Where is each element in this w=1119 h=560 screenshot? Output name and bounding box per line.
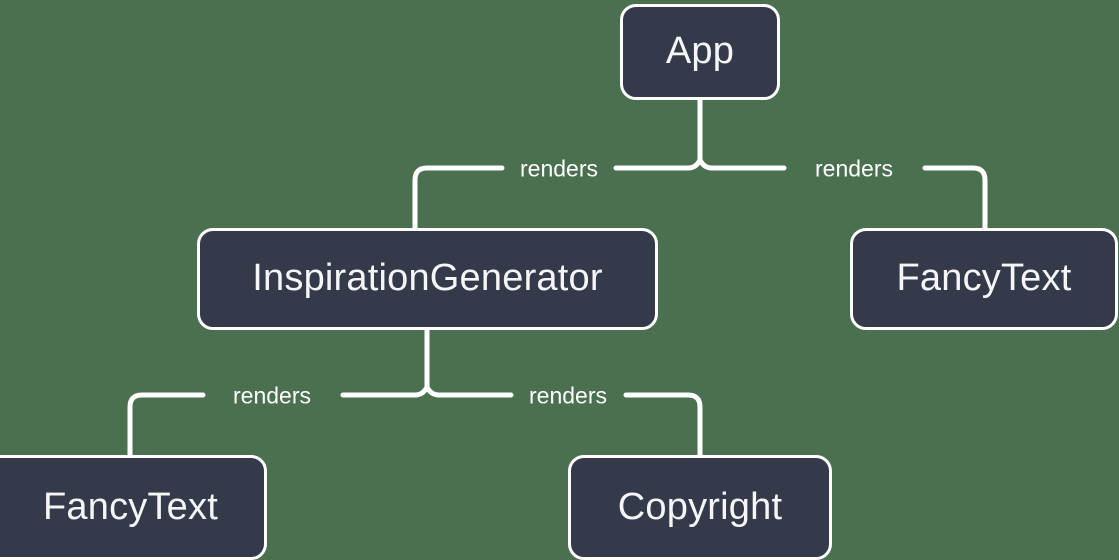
edge-inspiration-to-fancytext-right: [127, 392, 206, 458]
node-inspirationgenerator-label: InspirationGenerator: [252, 257, 603, 299]
node-fancytext-bottom-label: FancyText: [43, 485, 218, 528]
edge-label-app-to-fancytext: renders: [815, 155, 893, 182]
edge-inspiration-to-copyright-right: [623, 392, 703, 458]
edge-inspiration-to-fancytext-left: [340, 384, 430, 398]
node-copyright[interactable]: Copyright: [568, 455, 832, 560]
edge-app-to-inspiration-right: [412, 165, 505, 231]
edge-label-inspirationgenerator-to-fancytext: renders: [233, 382, 311, 409]
node-inspirationgenerator[interactable]: InspirationGenerator: [197, 228, 658, 330]
node-copyright-label: Copyright: [617, 485, 783, 528]
edge-inspiration-to-copyright-left: [424, 384, 514, 398]
node-fancytext-right[interactable]: FancyText: [850, 228, 1118, 330]
node-fancytext-bottom[interactable]: FancyText: [0, 455, 267, 560]
node-app-label: App: [665, 30, 735, 72]
node-fancytext-right-label: FancyText: [896, 257, 1072, 299]
edge-app-to-fancytext-left: [697, 157, 787, 171]
edge-app-to-inspiration-left: [613, 157, 703, 171]
edge-app-to-fancytext-right: [922, 165, 988, 231]
node-app[interactable]: App: [620, 4, 780, 100]
edge-label-inspirationgenerator-to-copyright: renders: [529, 382, 607, 409]
edge-label-app-to-inspirationgenerator: renders: [520, 155, 598, 182]
